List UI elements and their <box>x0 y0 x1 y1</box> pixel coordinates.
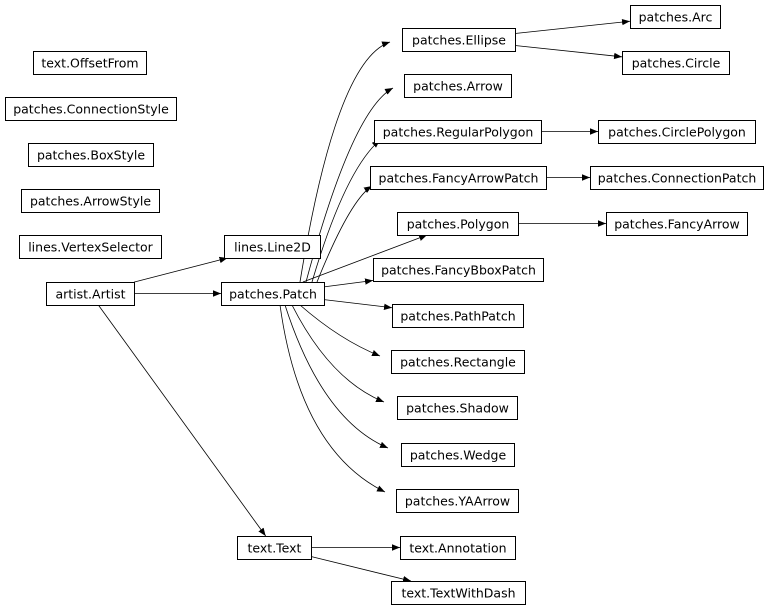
node-box <box>397 396 518 420</box>
node-label: patches.ConnectionStyle <box>13 102 169 117</box>
node-wedge: patches.Wedge <box>401 443 515 467</box>
node-box <box>5 97 177 121</box>
node-arrow: patches.Arrow <box>404 74 512 98</box>
edge-patch-to-regularpolygon <box>311 139 381 283</box>
edge-patch-to-ellipse <box>299 41 391 283</box>
node-box <box>396 489 519 513</box>
node-box <box>622 51 730 75</box>
node-label: patches.Arc <box>639 10 713 25</box>
node-box <box>28 143 154 167</box>
node-line2d: lines.Line2D <box>224 235 321 259</box>
node-connectionpatch: patches.ConnectionPatch <box>590 166 764 190</box>
node-circle: patches.Circle <box>622 51 730 75</box>
node-label: text.TextWithDash <box>401 586 515 601</box>
node-label: patches.YAArrow <box>405 494 510 509</box>
node-box <box>46 282 135 306</box>
node-label: patches.Ellipse <box>412 33 506 48</box>
node-label: lines.VertexSelector <box>28 240 153 255</box>
node-label: patches.Polygon <box>407 217 510 232</box>
node-box <box>391 581 526 605</box>
node-box <box>237 536 312 560</box>
node-annotation: text.Annotation <box>400 536 516 560</box>
node-box <box>630 5 721 29</box>
node-artist: artist.Artist <box>46 282 135 306</box>
node-arrowstyle: patches.ArrowStyle <box>21 189 160 213</box>
node-pathpatch: patches.PathPatch <box>392 304 524 328</box>
node-label: text.Text <box>248 541 302 556</box>
edge-patch-to-pathpatch <box>323 299 393 310</box>
node-label: patches.PathPatch <box>400 309 515 324</box>
node-fancyarrow: patches.FancyArrow <box>606 212 748 236</box>
edge-patch-to-fancybboxpatch <box>323 278 374 288</box>
node-label: patches.FancyArrowPatch <box>379 171 539 186</box>
node-box <box>598 120 756 144</box>
node-yaarrow: patches.YAArrow <box>396 489 519 513</box>
node-label: patches.Patch <box>229 287 317 302</box>
node-fancybboxpatch: patches.FancyBboxPatch <box>373 258 544 282</box>
node-box <box>221 282 325 306</box>
node-label: patches.Wedge <box>410 448 507 463</box>
nodes-layer: text.OffsetFrom patches.ConnectionStyle pa… <box>5 5 764 605</box>
node-label: patches.Circle <box>632 56 721 71</box>
node-label: text.Annotation <box>409 541 506 556</box>
node-box <box>402 28 516 52</box>
node-label: artist.Artist <box>55 287 125 302</box>
edge-ellipse-to-circle <box>514 45 623 60</box>
node-label: patches.Arrow <box>413 79 503 94</box>
node-box <box>33 51 147 75</box>
edge-artist-to-line2d <box>133 256 228 283</box>
node-label: patches.FancyArrow <box>614 217 740 232</box>
node-regularpolygon: patches.RegularPolygon <box>374 120 542 144</box>
node-box <box>606 212 748 236</box>
node-box <box>373 258 544 282</box>
node-shadow: patches.Shadow <box>397 396 518 420</box>
edge-patch-to-shadow <box>291 304 385 403</box>
node-box <box>404 74 512 98</box>
node-boxstyle: patches.BoxStyle <box>28 143 154 167</box>
node-label: text.OffsetFrom <box>41 56 138 71</box>
node-box <box>392 304 524 328</box>
node-connectionstyle: patches.ConnectionStyle <box>5 97 177 121</box>
node-label: patches.ConnectionPatch <box>598 171 757 186</box>
node-box <box>400 536 516 560</box>
node-label: patches.CirclePolygon <box>608 125 746 140</box>
node-label: lines.Line2D <box>234 240 311 255</box>
node-ellipse: patches.Ellipse <box>402 28 516 52</box>
node-patch: patches.Patch <box>221 282 325 306</box>
node-offsetfrom: text.OffsetFrom <box>33 51 147 75</box>
node-box <box>21 189 160 213</box>
node-box <box>391 350 525 374</box>
node-box <box>401 443 515 467</box>
node-arc: patches.Arc <box>630 5 721 29</box>
edge-patch-to-wedge <box>284 304 389 449</box>
node-box <box>224 235 321 259</box>
edge-ellipse-to-arc <box>514 18 631 34</box>
edge-artist-to-text <box>98 304 266 537</box>
node-vertexselector: lines.VertexSelector <box>19 235 162 259</box>
node-circlepolygon: patches.CirclePolygon <box>598 120 756 144</box>
node-label: patches.Rectangle <box>400 355 516 370</box>
node-box <box>374 120 542 144</box>
node-text: text.Text <box>237 536 312 560</box>
edge-patch-to-fancyarrowpatch <box>316 185 373 283</box>
edge-patch-to-rectangle <box>299 304 381 357</box>
node-rectangle: patches.Rectangle <box>391 350 525 374</box>
edge-patch-to-polygon <box>302 234 428 283</box>
node-box <box>590 166 764 190</box>
edge-patch-to-yaarrow <box>279 304 386 493</box>
node-fancyarrowpatch: patches.FancyArrowPatch <box>370 166 547 190</box>
node-box <box>397 212 519 236</box>
node-textwithdash: text.TextWithDash <box>391 581 526 605</box>
node-label: patches.BoxStyle <box>37 148 145 163</box>
node-label: patches.Shadow <box>406 401 509 416</box>
node-label: patches.FancyBboxPatch <box>381 263 536 278</box>
node-label: patches.ArrowStyle <box>30 194 151 209</box>
edge-text-to-textwithdash <box>310 556 412 583</box>
node-box <box>370 166 547 190</box>
edges-layer <box>98 18 631 583</box>
node-polygon: patches.Polygon <box>397 212 519 236</box>
node-label: patches.RegularPolygon <box>383 125 534 140</box>
node-box <box>19 235 162 259</box>
